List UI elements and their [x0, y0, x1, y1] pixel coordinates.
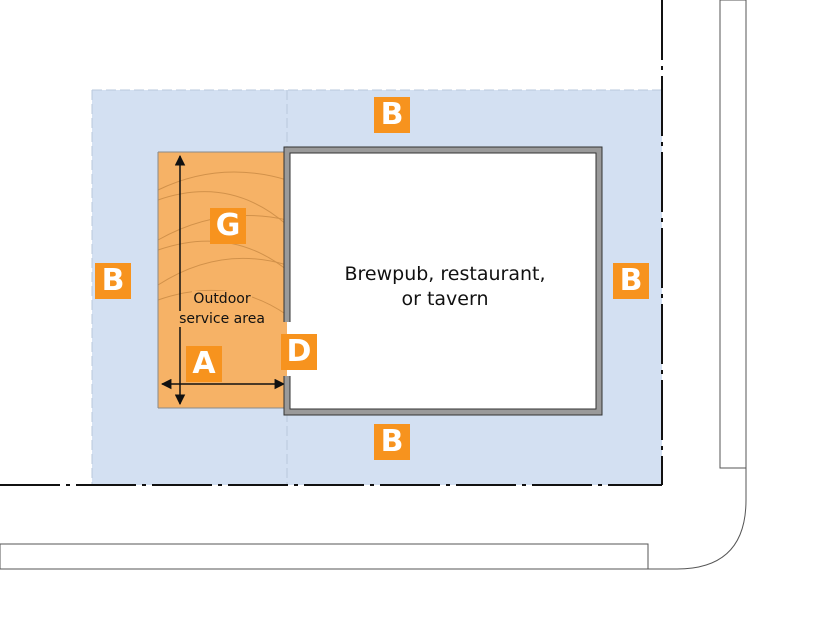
zone-d-badge: D	[281, 334, 317, 370]
building-label-line2: or tavern	[401, 288, 489, 310]
zone-b-bottom-badge: B	[374, 424, 410, 460]
building-label-line1: Brewpub, restaurant,	[344, 263, 546, 285]
building-walls	[283, 146, 603, 416]
setback-grid	[91, 89, 662, 485]
fence	[157, 151, 287, 409]
zone-b-left-badge: B	[95, 263, 131, 299]
sidewalk-horizontal	[0, 543, 649, 570]
zone-b-right-badge: B	[613, 263, 649, 299]
building-label: Brewpub, restaurant, or tavern	[290, 262, 600, 312]
building-wall-lines	[283, 146, 603, 416]
sidewalk-vertical	[719, 0, 747, 469]
zone-b-top-badge: B	[374, 97, 410, 133]
outdoor-service-area	[158, 152, 287, 408]
outdoor-area-label: Outdoor service area	[163, 289, 281, 329]
outdoor-label-line1: Outdoor	[192, 291, 252, 307]
building	[287, 150, 599, 412]
zone-a-badge: A	[186, 346, 222, 382]
property-lines	[0, 0, 663, 486]
outdoor-label-line2: service area	[178, 311, 266, 327]
zone-g-badge: G	[210, 208, 246, 244]
curb-corner	[648, 468, 747, 570]
